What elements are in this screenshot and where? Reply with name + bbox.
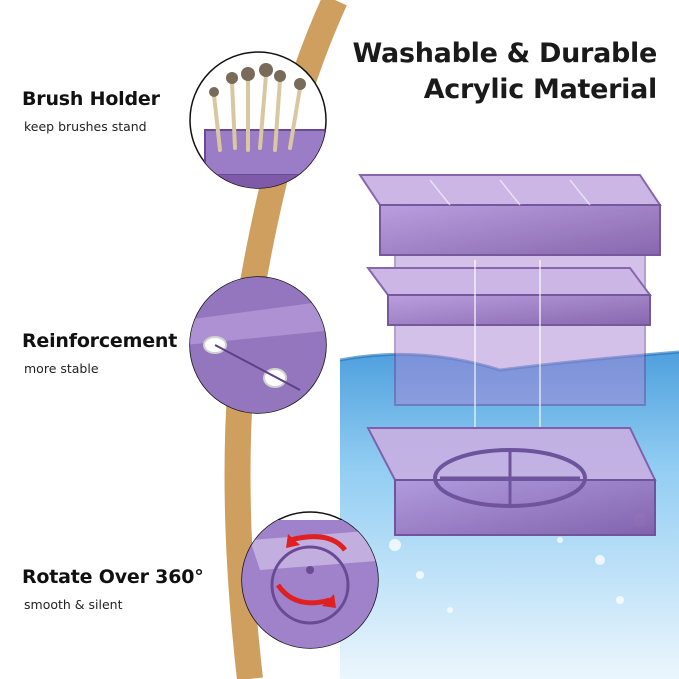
feature-title-rotate: Rotate Over 360° — [22, 566, 204, 588]
brush-holder-detail — [189, 51, 327, 189]
reinforcement-detail — [189, 276, 327, 414]
headline-line-2: Acrylic Material — [423, 74, 658, 105]
feature-title-reinforcement: Reinforcement — [22, 330, 178, 352]
feature-subtitle-rotate: smooth & silent — [24, 597, 123, 612]
feature-title-brush-holder: Brush Holder — [22, 88, 160, 110]
feature-subtitle-brush-holder: keep brushes stand — [24, 119, 147, 134]
headline-line-1: Washable & Durable — [352, 38, 658, 69]
rotation-detail — [241, 511, 379, 649]
acrylic-organizer — [358, 174, 662, 536]
feature-subtitle-reinforcement: more stable — [24, 361, 99, 376]
rotate-arrows-icon — [275, 534, 347, 608]
